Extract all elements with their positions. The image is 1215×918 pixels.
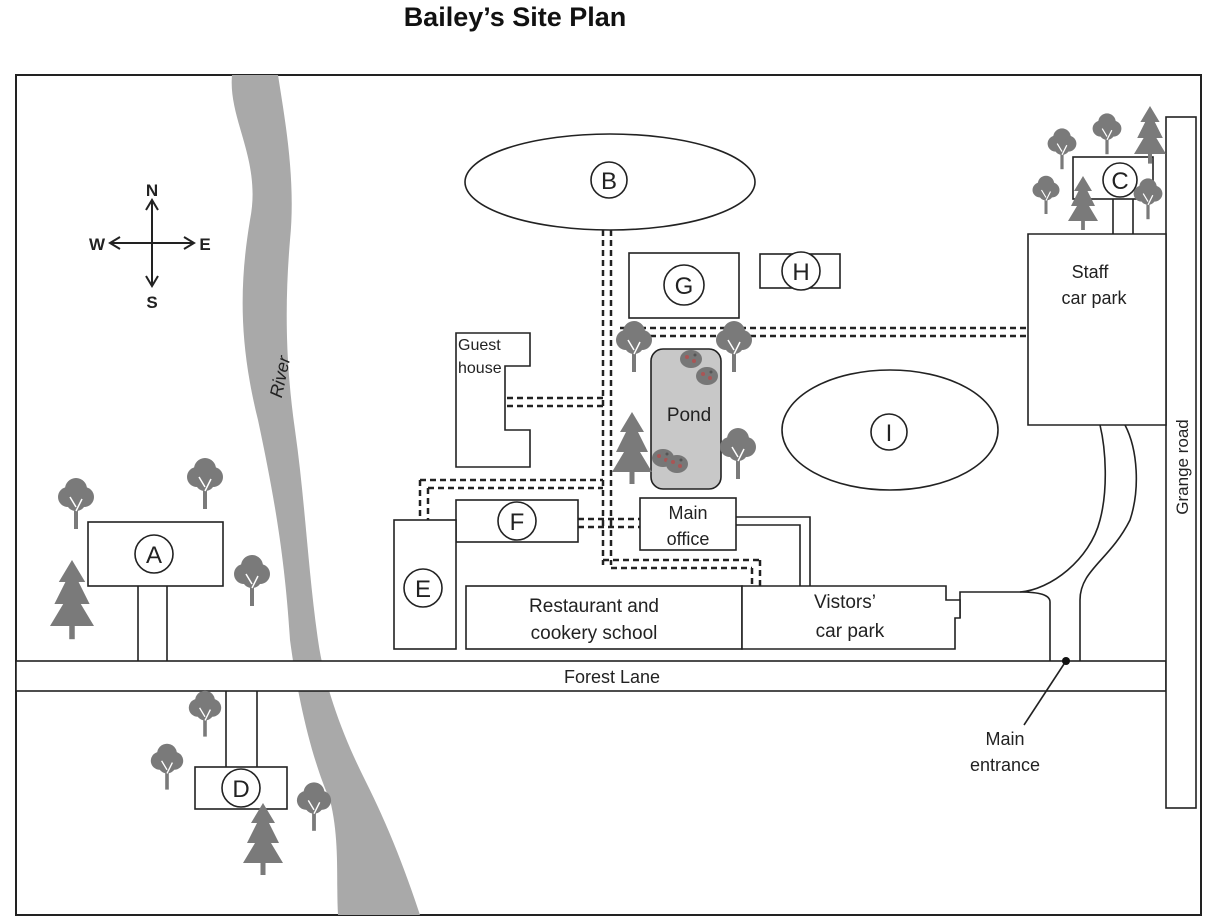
river	[231, 75, 420, 915]
grange-road	[1165, 116, 1197, 809]
forest-lane	[15, 660, 1167, 692]
marker-f-circle	[497, 501, 537, 541]
pine-tree-icon	[1134, 106, 1166, 164]
deciduous-tree-icon	[1091, 112, 1123, 155]
deciduous-tree-icon	[1031, 175, 1061, 215]
compass-south-label: S	[146, 293, 157, 312]
footpaths	[418, 230, 1028, 586]
main-office	[639, 497, 737, 551]
main-entrance-label-1: Main	[985, 729, 1024, 749]
deciduous-tree-icon	[150, 743, 184, 791]
visitors-car-park-label-2: car park	[816, 621, 885, 642]
marker-d: D	[232, 776, 249, 803]
map-frame	[15, 74, 1202, 916]
restaurant-label-1: Restaurant and	[529, 596, 659, 617]
deciduous-tree-icon	[186, 457, 224, 510]
page-title: Bailey’s Site Plan	[403, 2, 627, 32]
office-lane	[736, 516, 811, 586]
marker-c: C	[1111, 168, 1128, 195]
compass-north-label: N	[146, 181, 158, 200]
grange-road-label: Grange road	[1173, 419, 1192, 514]
compass-east-label: E	[199, 235, 210, 254]
deciduous-tree-icon	[233, 554, 271, 607]
main-office-label-1: Main	[668, 503, 707, 523]
visitors-car-park-label-1: Vistors’	[814, 592, 876, 613]
forest-lane-label: Forest Lane	[564, 667, 660, 687]
marker-h-circle	[781, 251, 821, 291]
visitors-car-park	[741, 585, 961, 650]
compass-rose-icon	[108, 198, 196, 288]
deciduous-tree-icon	[188, 690, 222, 738]
compass-west-label: W	[89, 235, 106, 254]
staff-car-park-label-2: car park	[1061, 288, 1127, 308]
staff-car-park	[1027, 233, 1167, 426]
marker-h: H	[792, 259, 809, 286]
marker-a-circle	[134, 534, 174, 574]
pine-tree-icon	[612, 412, 652, 484]
marker-b-circle	[590, 161, 628, 199]
rock-icon	[696, 367, 718, 385]
marker-d-circle	[221, 768, 261, 808]
deciduous-tree-icon	[1046, 127, 1078, 170]
driveway	[1079, 424, 1138, 661]
marker-i: I	[886, 420, 893, 447]
staff-car-park-label-1: Staff	[1072, 262, 1110, 282]
rock-icon	[680, 350, 702, 368]
marker-f: F	[510, 509, 525, 536]
marker-b: B	[601, 168, 617, 195]
main-entrance-label-2: entrance	[970, 755, 1040, 775]
marker-c-circle	[1102, 162, 1138, 198]
guest-house-label-2: house	[458, 360, 502, 377]
rock-icon	[666, 455, 688, 473]
guest-house	[455, 332, 531, 468]
marker-i-circle	[870, 413, 908, 451]
marker-a: A	[146, 542, 162, 569]
marker-e: E	[415, 576, 431, 603]
pine-tree-icon	[243, 803, 283, 875]
deciduous-tree-icon	[719, 427, 757, 480]
main-office-label-2: office	[667, 529, 710, 549]
main-entrance-pointer	[1023, 663, 1065, 726]
marker-g-circle	[663, 264, 705, 306]
marker-e-circle	[403, 568, 443, 608]
restaurant-label-2: cookery school	[531, 623, 658, 644]
main-entrance-dot	[1062, 657, 1070, 665]
marker-g: G	[675, 273, 694, 300]
pond-label: Pond	[667, 405, 711, 426]
guest-house-label-1: Guest	[458, 337, 501, 354]
